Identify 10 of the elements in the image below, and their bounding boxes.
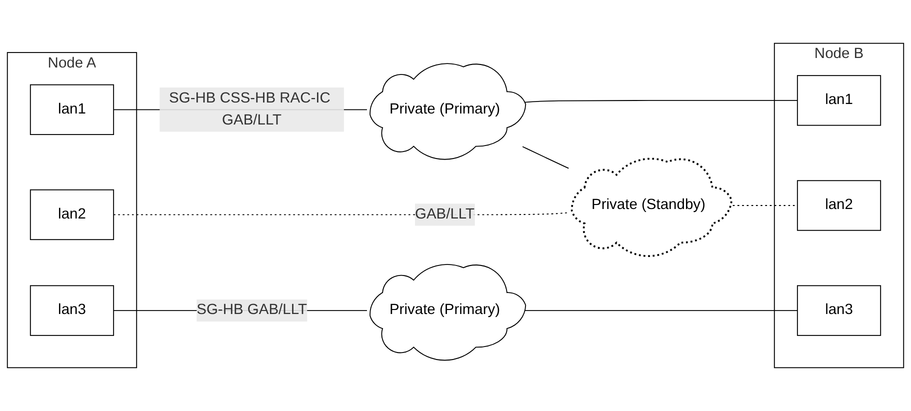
edge-label: SG-HB CSS-HB RAC-IC GAB/LLT — [169, 90, 330, 128]
edge-label: GAB/LLT — [414, 206, 475, 222]
node-box: lan3 — [30, 285, 114, 336]
node-box: lan2 — [796, 180, 882, 231]
connector — [522, 146, 570, 169]
node-box: lan1 — [30, 84, 114, 135]
node-box: lan2 — [30, 189, 114, 240]
node-box: lan1 — [796, 75, 882, 126]
edge-label: SG-HB GAB/LLT — [196, 302, 307, 318]
node-box: lan3 — [796, 285, 882, 336]
